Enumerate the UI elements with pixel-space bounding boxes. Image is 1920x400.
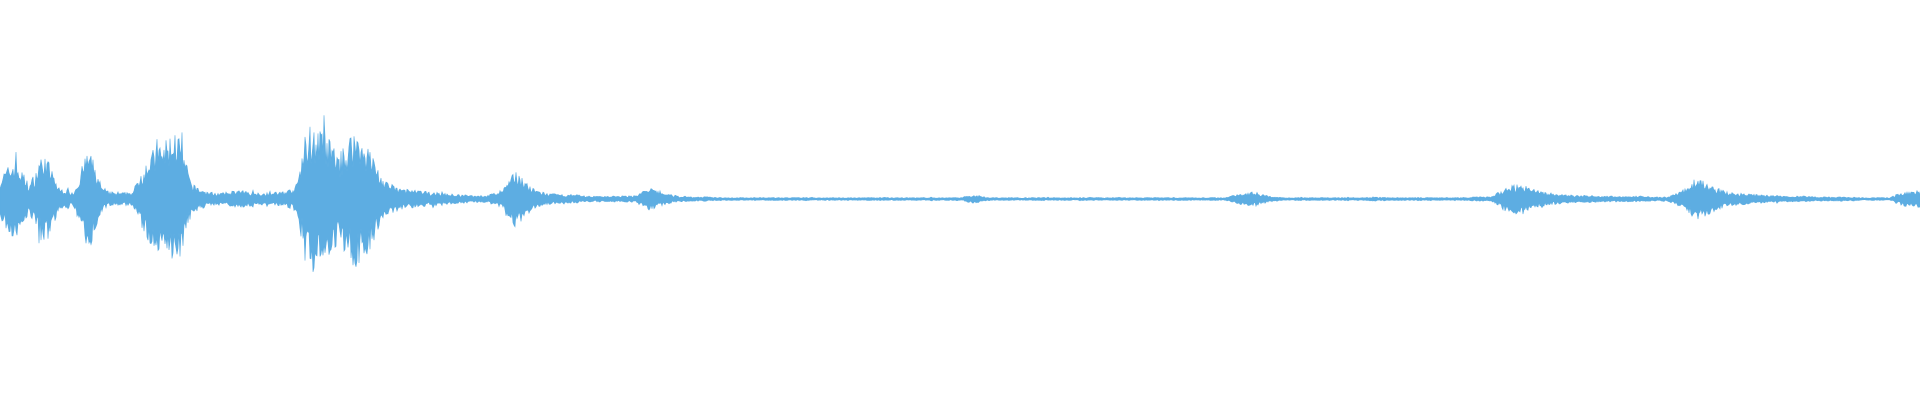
waveform-shape: [0, 115, 1920, 272]
